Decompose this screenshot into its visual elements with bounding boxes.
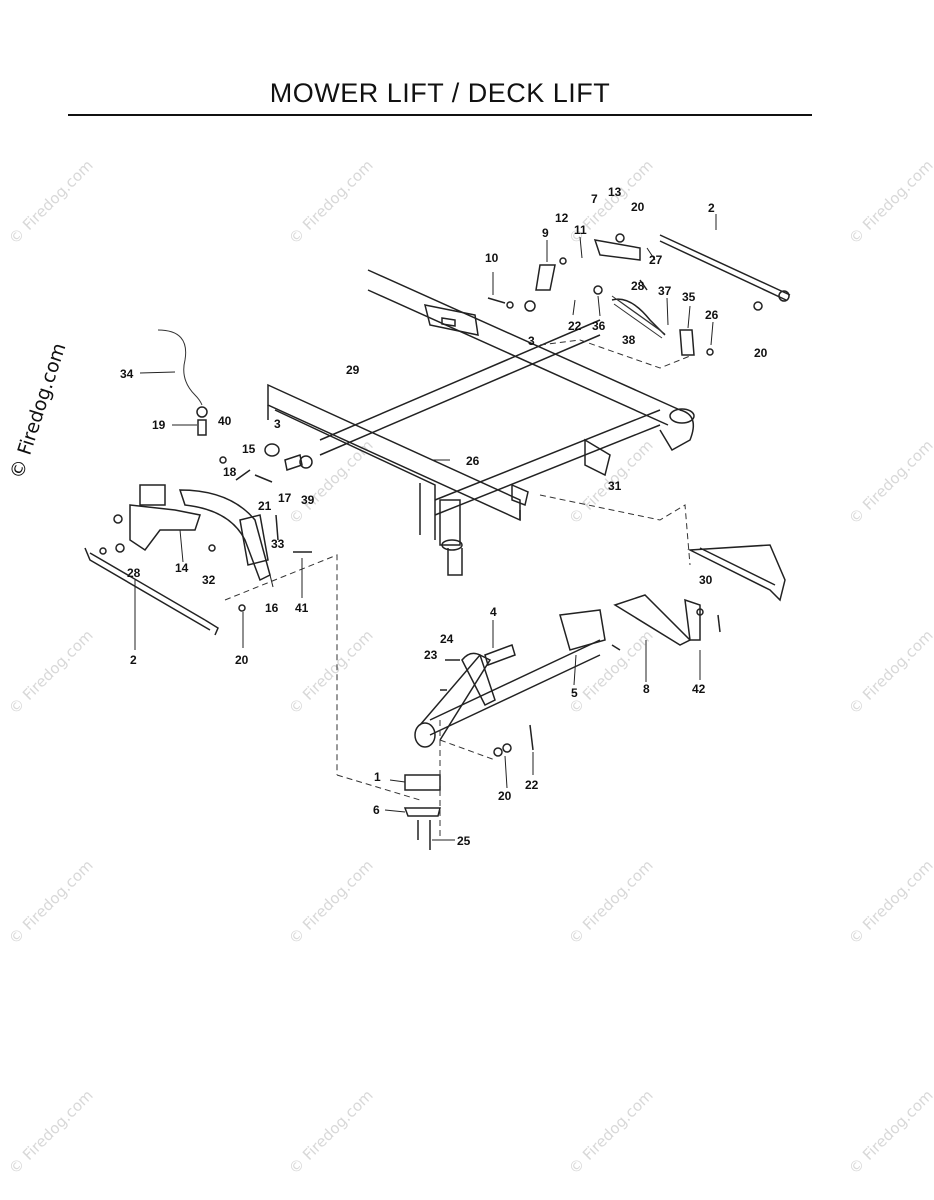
callout-35: 35	[682, 290, 696, 304]
callout-2: 2	[708, 201, 715, 215]
callout-18: 18	[223, 465, 237, 479]
callout-1: 1	[374, 770, 381, 784]
callout-17: 17	[278, 491, 292, 505]
callout-34: 34	[120, 367, 134, 381]
callout-39: 39	[301, 493, 315, 507]
callout-24: 24	[440, 632, 454, 646]
watermark: © Firedog.com	[5, 156, 97, 248]
callout-26: 26	[705, 308, 719, 322]
callout-9: 9	[542, 226, 549, 240]
leader-lines	[134, 214, 717, 841]
callout-26: 26	[466, 454, 480, 468]
callout-4: 4	[490, 605, 497, 619]
main-frame	[267, 269, 695, 576]
watermark: © Firedog.com	[5, 856, 97, 948]
callout-14: 14	[175, 561, 189, 575]
watermark: © Firedog.com	[845, 1086, 934, 1178]
callout-12: 12	[555, 211, 569, 225]
callout-40: 40	[218, 414, 232, 428]
callout-7: 7	[591, 192, 598, 206]
callout-11: 11	[574, 223, 587, 237]
watermark: © Firedog.com	[5, 1086, 97, 1178]
watermark: © Firedog.com	[285, 626, 377, 718]
callout-33: 33	[271, 537, 285, 551]
watermark: © Firedog.com	[845, 626, 934, 718]
callout-15: 15	[242, 442, 256, 456]
callout-29: 29	[346, 363, 360, 377]
callout-21: 21	[258, 499, 272, 513]
callout-20: 20	[235, 653, 249, 667]
callout-20: 20	[498, 789, 512, 803]
callout-2: 2	[130, 653, 137, 667]
callout-22: 22	[568, 319, 582, 333]
watermark: © Firedog.com	[845, 156, 934, 248]
callout-36: 36	[592, 319, 606, 333]
top-right-linkage	[487, 233, 791, 369]
callout-25: 25	[457, 834, 471, 848]
callout-8: 8	[643, 682, 650, 696]
callout-23: 23	[424, 648, 438, 662]
callout-20: 20	[631, 200, 645, 214]
watermark: © Firedog.com	[845, 856, 934, 948]
watermark: © Firedog.com	[285, 156, 377, 248]
left-assembly	[84, 329, 421, 801]
watermark: © Firedog.com	[845, 436, 934, 528]
callout-3: 3	[274, 417, 281, 431]
watermark: © Firedog.com	[285, 856, 377, 948]
callout-6: 6	[373, 803, 380, 817]
callout-22: 22	[525, 778, 539, 792]
callout-10: 10	[485, 251, 499, 265]
page-title: MOWER LIFT / DECK LIFT	[269, 78, 611, 108]
callout-42: 42	[692, 682, 706, 696]
callout-19: 19	[152, 418, 166, 432]
lower-center-assembly	[403, 494, 786, 850]
side-watermark: © Firedog.com	[6, 340, 71, 481]
callout-3: 3	[528, 334, 535, 348]
watermark: © Firedog.com	[285, 1086, 377, 1178]
watermark: © Firedog.com	[565, 856, 657, 948]
callout-41: 41	[295, 601, 309, 615]
callout-28: 28	[631, 279, 645, 293]
callout-labels: 1 2 2 3 3 4 5 6 7 8 9 10 11 12 13 14 15 …	[120, 185, 768, 848]
callout-13: 13	[608, 185, 622, 199]
callout-37: 37	[658, 284, 672, 298]
callout-5: 5	[571, 686, 578, 700]
callout-30: 30	[699, 573, 713, 587]
callout-16: 16	[265, 601, 279, 615]
callout-38: 38	[622, 333, 636, 347]
watermark: © Firedog.com	[5, 626, 97, 718]
title-rule	[68, 114, 812, 116]
callout-28: 28	[127, 566, 141, 580]
callout-27: 27	[649, 253, 663, 267]
watermark: © Firedog.com	[565, 1086, 657, 1178]
callout-32: 32	[202, 573, 216, 587]
callout-20: 20	[754, 346, 768, 360]
callout-31: 31	[608, 479, 622, 493]
watermark: © Firedog.com	[565, 626, 657, 718]
